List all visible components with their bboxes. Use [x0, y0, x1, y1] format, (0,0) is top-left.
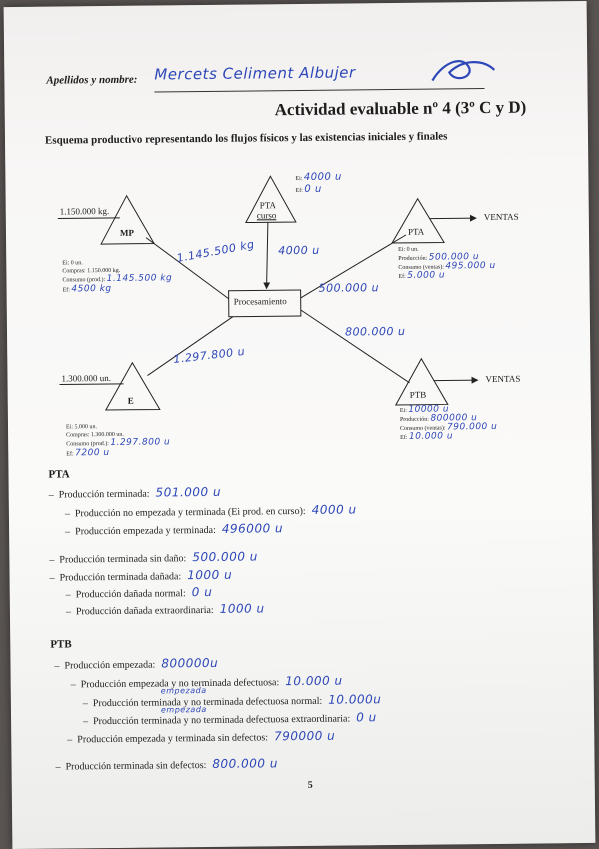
e-input-line [60, 384, 124, 385]
pta-label: PTA [408, 227, 424, 237]
mp-input-label: 1.150.000 kg. [60, 206, 110, 217]
e-ef: Ef: 7200 u [66, 450, 109, 459]
pta-curso-label: PTA [260, 200, 276, 210]
ptb-item-5: – Producción empezada y terminada sin de… [67, 729, 335, 746]
flow-proc-pta: 500.000 u [319, 281, 380, 295]
worksheet-page: Apellidos y nombre: Mercets Celiment Alb… [4, 1, 596, 849]
e-label: E [128, 396, 134, 406]
ptb-label: PTB [410, 390, 427, 400]
mp-input-line [58, 218, 120, 219]
pta-ei: Ei: 0 un. [398, 247, 419, 255]
ptb-item-6: – Producción terminada sin defectos:800.… [55, 756, 277, 772]
pta-item-2: – Producción no empezada y terminada (Ei… [65, 502, 357, 519]
pta-heading: PTA [48, 468, 69, 480]
page-number: 5 [308, 780, 313, 791]
ptb-ventas: VENTAS [485, 374, 520, 384]
mp-ei: Ei: 0 un. [62, 260, 83, 268]
procesamiento-label: Procesamiento [234, 296, 287, 307]
pta-item-3: – Producción empezada y terminada:496000… [65, 521, 283, 537]
pta-item-7: – Producción dañada extraordinaria:1000 … [66, 601, 265, 617]
flow-curso-proc: 4000 u [278, 244, 320, 257]
pta-curso-ei: Ei: 4000 u [295, 174, 342, 184]
ptb-item-2: – Producción empezada y no terminada def… [71, 674, 343, 691]
pta-item-5: – Producción terminada dañada:1000 u [50, 568, 233, 584]
ptb-item-3: – Producción terminada y no terminada de… [83, 692, 382, 709]
mp-label: MP [120, 228, 134, 238]
ptb-item-1: – Producción empezada:800000u [54, 656, 218, 672]
pta-item-6: – Producción dañada normal:0 u [66, 585, 213, 601]
pta-item-4: – Producción terminada sin daño:500.000 … [49, 549, 258, 565]
flow-diagram [4, 1, 592, 467]
mp-ef: Ef: 4500 kg [63, 286, 112, 295]
e-ei: Ei: 5.000 un. [66, 424, 97, 432]
pta-ef: Ef: 5.000 u [398, 272, 445, 281]
pta-curso-sublabel: curso [257, 210, 277, 220]
e-input-label: 1.300.000 un. [61, 373, 111, 384]
pta-curso-ef: Ef: 0 u [295, 186, 321, 196]
ptb-heading: PTB [50, 638, 72, 650]
pta-ventas: VENTAS [484, 212, 519, 222]
ptb-item-4: – Producción terminada y no terminada de… [83, 710, 377, 727]
pta-item-1: – Producción terminada:501.000 u [49, 485, 221, 501]
flow-proc-ptb: 800.000 u [345, 325, 406, 339]
ptb-ef: Ef: 10.000 u [400, 433, 453, 442]
